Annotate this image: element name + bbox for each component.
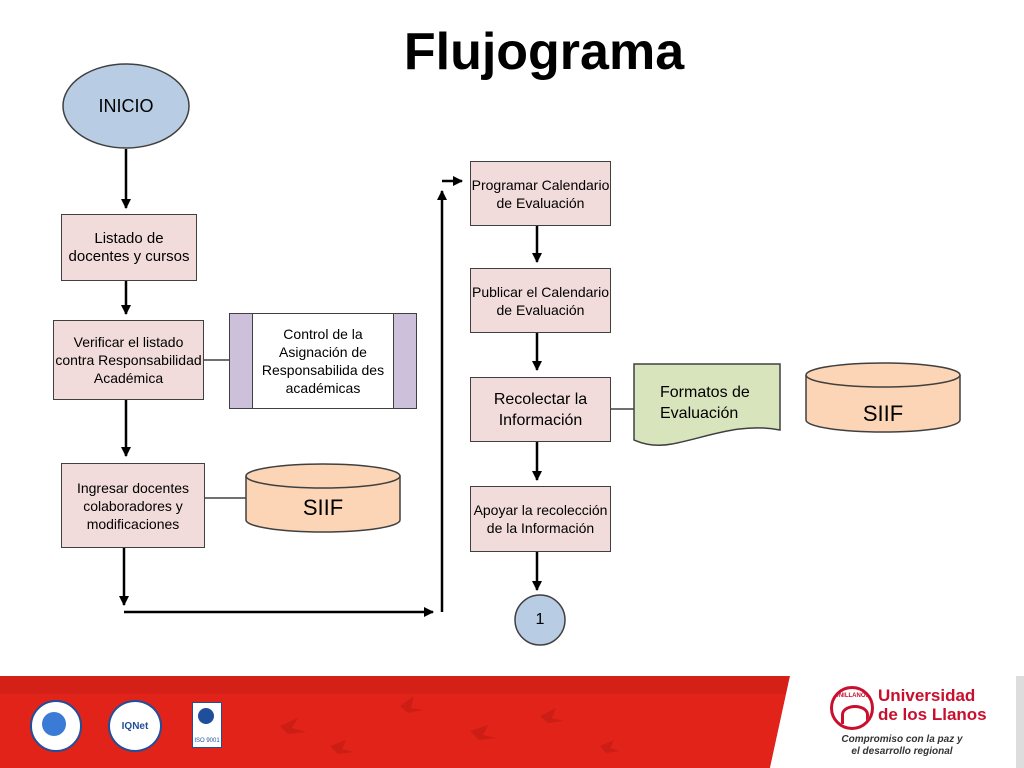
university-name: Universidad de los Llanos: [878, 686, 988, 724]
document-formatos[interactable]: [633, 363, 781, 446]
university-crest: UNILLANOS: [830, 686, 874, 730]
predefined-right-bar: [393, 314, 416, 408]
document-formatos-label: Formatos de Evaluación: [660, 384, 750, 422]
start-label: INICIO: [98, 96, 154, 116]
step-ingresar[interactable]: Ingresar docentes colaboradores y modifi…: [61, 463, 205, 548]
database-siif-left[interactable]: [245, 463, 401, 533]
iqnet-badge: IQNet: [108, 700, 162, 752]
step-apoyar-label: Apoyar la recolección de la Información: [473, 502, 608, 536]
university-name-line1: Universidad: [878, 686, 976, 705]
crest-text: UNILLANOS: [834, 693, 870, 699]
step-verificar-label: Verificar el listado contra Responsabili…: [55, 334, 202, 386]
iso-badge-label: ISO 9001: [194, 738, 220, 744]
database-siif-right-label: SIIF: [862, 401, 904, 426]
step-recolectar[interactable]: Recolectar la Información: [470, 377, 611, 442]
step-verificar[interactable]: Verificar el listado contra Responsabili…: [53, 320, 204, 400]
step-apoyar[interactable]: Apoyar la recolección de la Información: [470, 486, 611, 552]
page-title: Flujograma: [403, 23, 685, 81]
university-name-line2: de los Llanos: [878, 705, 987, 724]
tagline-line1: Compromiso con la paz y: [841, 734, 963, 745]
step-listado[interactable]: Listado de docentes y cursos: [61, 214, 197, 281]
database-siif-left-label: SIIF: [302, 495, 344, 520]
tagline-line2: el desarrollo regional: [851, 746, 953, 757]
step-publicar[interactable]: Publicar el Calendario de Evaluación: [470, 268, 611, 333]
connector-label: 1: [535, 611, 545, 628]
start-oval[interactable]: [62, 63, 190, 149]
step-publicar-label: Publicar el Calendario de Evaluación: [472, 283, 609, 318]
database-siif-right[interactable]: [805, 362, 961, 433]
predefined-control[interactable]: Control de la Asignación de Responsabili…: [229, 313, 417, 409]
step-programar[interactable]: Programar Calendario de Evaluación: [470, 161, 611, 226]
seal-logo: [30, 700, 82, 752]
step-programar-label: Programar Calendario de Evaluación: [471, 176, 610, 211]
iso-badge: ISO 9001: [192, 702, 222, 748]
connector-circle[interactable]: [514, 594, 566, 646]
predefined-control-label: Control de la Asignación de Responsabili…: [261, 326, 385, 396]
step-recolectar-label: Recolectar la Información: [493, 390, 588, 429]
university-tagline: Compromiso con la paz y el desarrollo re…: [822, 734, 982, 758]
iqnet-badge-label: IQNet: [121, 720, 149, 732]
step-ingresar-label: Ingresar docentes colaboradores y modifi…: [76, 479, 190, 532]
predefined-left-bar: [230, 314, 253, 408]
step-listado-label: Listado de docentes y cursos: [68, 229, 190, 265]
